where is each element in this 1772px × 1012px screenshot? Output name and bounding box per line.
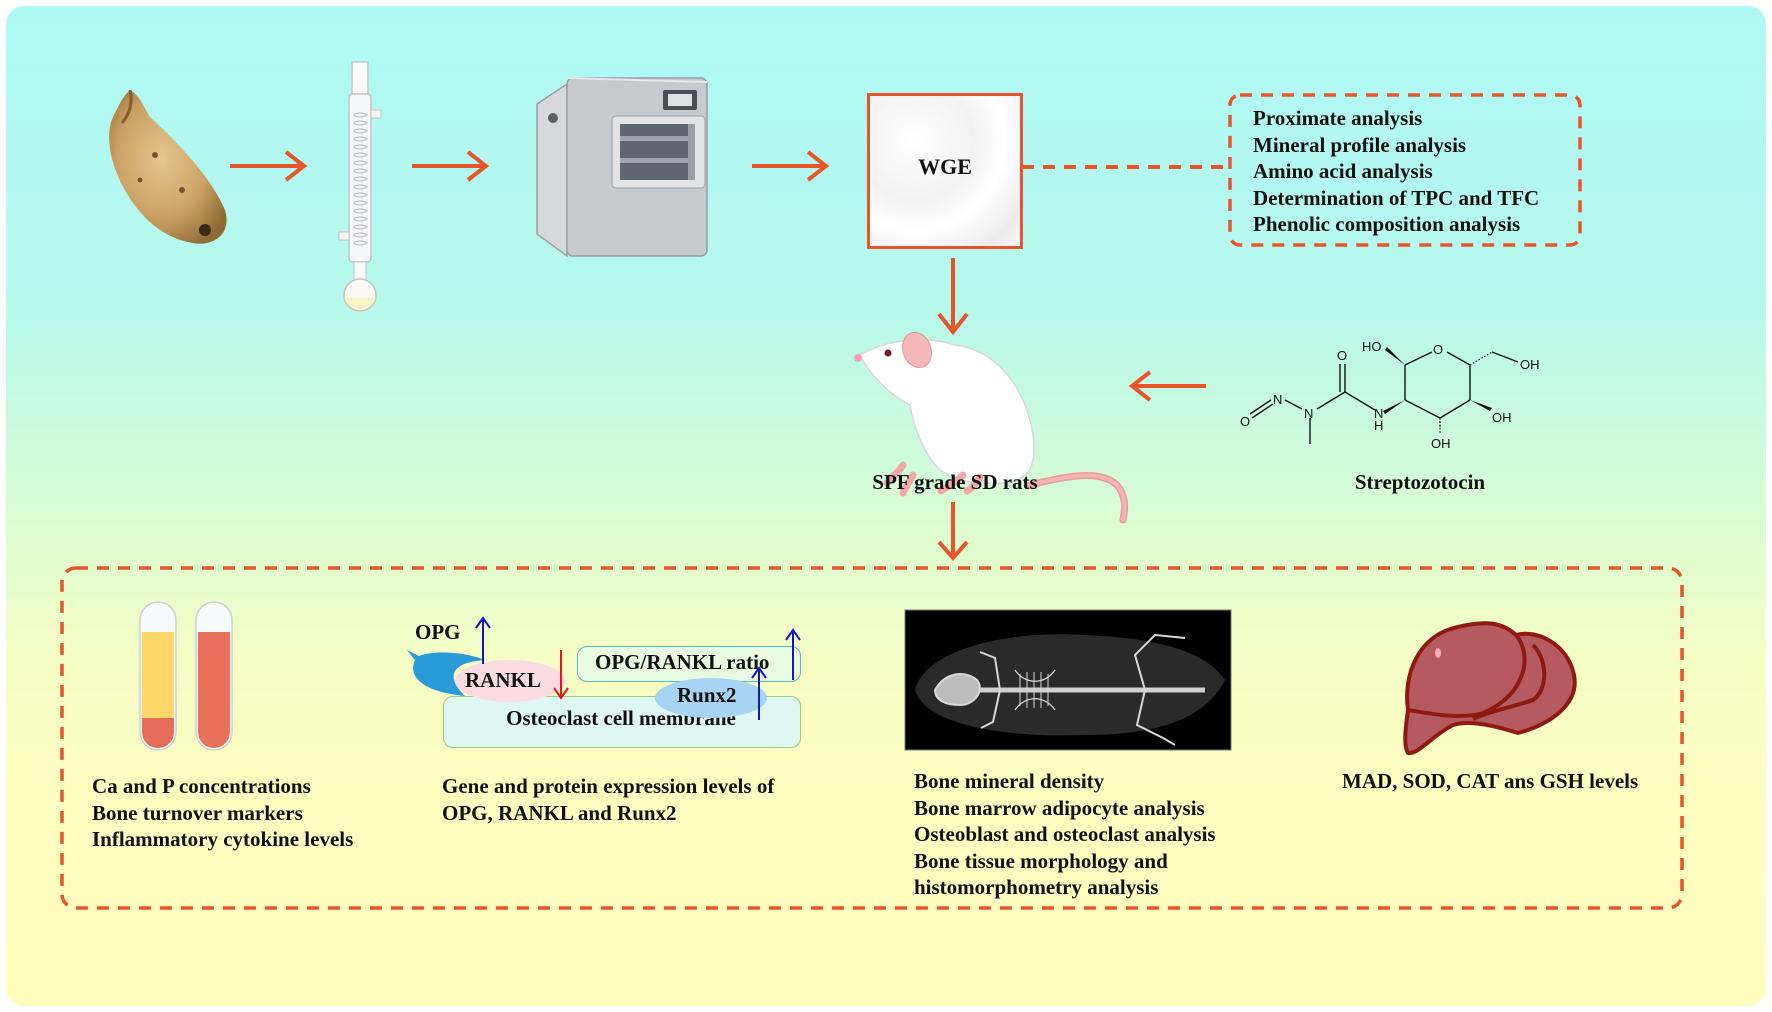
rat-label: SPF grade SD rats bbox=[872, 470, 1038, 494]
sweet-potato-icon bbox=[109, 89, 227, 244]
signaling-outcomes-list: Gene and protein expression levels of OP… bbox=[442, 773, 774, 826]
analysis-item: Amino acid analysis bbox=[1253, 159, 1433, 183]
up-arrow-icon bbox=[751, 666, 767, 720]
outcome-item: Ca and P concentrations bbox=[92, 774, 311, 798]
arrow-down-icon bbox=[937, 258, 969, 336]
outcome-item: MAD, SOD, CAT ans GSH levels bbox=[1342, 769, 1639, 793]
opg-receptor-shape bbox=[407, 650, 485, 696]
ratio-label: OPG/RANKL ratio bbox=[595, 650, 770, 674]
outcome-item: Bone tissue morphology and bbox=[914, 848, 1168, 873]
svg-text:O: O bbox=[1240, 414, 1250, 429]
outcome-item: OPG, RANKL and Runx2 bbox=[442, 800, 677, 825]
outcome-item: Inflammatory cytokine levels bbox=[92, 827, 354, 851]
rankl-label: RANKL bbox=[465, 668, 541, 692]
outcome-item: histomorphometry analysis bbox=[914, 875, 1159, 899]
outcome-item: Bone mineral density bbox=[914, 769, 1105, 793]
arrow-left-icon bbox=[1128, 370, 1206, 402]
opg-label: OPG bbox=[415, 620, 461, 644]
liver-icon bbox=[1403, 621, 1577, 756]
liver-outcomes-list: MAD, SOD, CAT ans GSH levels bbox=[1342, 768, 1638, 795]
svg-text:O: O bbox=[1433, 342, 1443, 357]
svg-text:OH: OH bbox=[1431, 436, 1451, 451]
up-arrow-icon bbox=[475, 616, 491, 664]
atom-label: HO bbox=[1362, 339, 1382, 354]
analysis-item: Phenolic composition analysis bbox=[1253, 212, 1521, 236]
outcome-item: Bone turnover markers bbox=[92, 800, 303, 825]
outcome-item: Gene and protein expression levels of bbox=[442, 774, 775, 798]
wge-powder-box: WGE bbox=[867, 93, 1023, 249]
streptozotocin-label: Streptozotocin bbox=[1354, 470, 1486, 494]
outcome-item: Bone marrow adipocyte analysis bbox=[914, 795, 1205, 820]
svg-text:OH: OH bbox=[1492, 410, 1512, 425]
arrow-right-icon bbox=[752, 150, 830, 182]
analysis-list: Proximate analysis Mineral profile analy… bbox=[1253, 105, 1539, 238]
runx2-ellipse bbox=[655, 678, 767, 718]
runx2-label: Runx2 bbox=[677, 683, 737, 707]
wge-label: WGE bbox=[918, 154, 972, 179]
up-arrow-icon bbox=[785, 628, 801, 680]
arrow-right-icon bbox=[230, 150, 308, 182]
reflux-condenser-icon bbox=[338, 61, 382, 312]
arrow-down-icon bbox=[937, 502, 969, 562]
analysis-box-border bbox=[1228, 93, 1582, 247]
analysis-item: Mineral profile analysis bbox=[1253, 132, 1467, 157]
svg-text:N: N bbox=[1374, 406, 1383, 421]
outcomes-box-border bbox=[60, 566, 1684, 910]
analysis-item: Determination of TPC and TFC bbox=[1253, 185, 1540, 210]
micro-ct-skeleton-image bbox=[904, 609, 1232, 751]
bone-outcomes-list: Bone mineral density Bone marrow adipocy… bbox=[914, 768, 1216, 901]
outcome-item: Osteoblast and osteoclast analysis bbox=[914, 822, 1216, 846]
dashed-connector bbox=[1022, 165, 1230, 169]
arrow-right-icon bbox=[412, 150, 490, 182]
opg-rankl-pathway-diagram: Osteoclast cell membrane RANKL OPG OPG/R… bbox=[405, 608, 805, 748]
svg-text:N: N bbox=[1273, 392, 1282, 407]
blood-outcomes-list: Ca and P concentrations Bone turnover ma… bbox=[92, 773, 353, 853]
down-arrow-icon bbox=[553, 650, 569, 700]
rankl-ellipse bbox=[455, 660, 565, 702]
svg-text:OH: OH bbox=[1520, 357, 1540, 372]
streptozotocin-structure-icon: HO O OH O N O N N H OH OH bbox=[1240, 339, 1540, 451]
rat-icon bbox=[854, 331, 1129, 524]
svg-text:H: H bbox=[1374, 418, 1383, 433]
freeze-dryer-icon bbox=[536, 77, 708, 258]
blood-tubes-icon bbox=[139, 601, 233, 751]
svg-text:N: N bbox=[1304, 406, 1313, 421]
analysis-item: Proximate analysis bbox=[1253, 106, 1423, 130]
svg-text:O: O bbox=[1337, 348, 1347, 363]
